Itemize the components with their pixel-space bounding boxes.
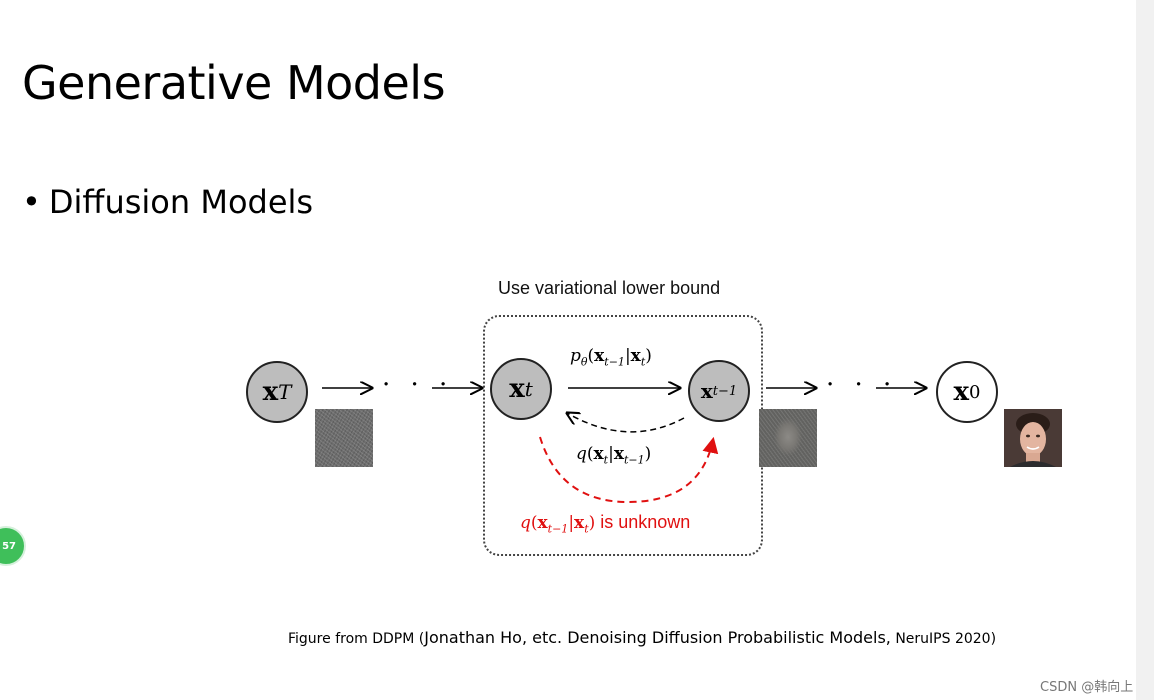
unknown-b-sub: t (584, 522, 589, 536)
node-xt-sub: t (524, 377, 533, 401)
forward-a: x (593, 444, 604, 464)
reverse-a: x (594, 346, 605, 366)
forward-a-sub: t (603, 453, 609, 467)
arrow-unknown-dashed (539, 436, 719, 504)
badge-text: 57 (2, 540, 16, 552)
caption-part3: NeruIPS 2020) (890, 631, 997, 647)
bullet-text: Diffusion Models (48, 183, 314, 221)
reverse-b: x (630, 346, 641, 366)
node-xT-sub: T (278, 380, 292, 404)
noise-image (315, 409, 373, 467)
unknown-suffix: is unknown (595, 512, 691, 532)
reverse-fn: p (570, 346, 581, 366)
forward-b: x (613, 444, 624, 464)
reverse-b-sub: t (640, 355, 646, 369)
bullet-item: •Diffusion Models (22, 183, 313, 221)
floating-badge[interactable]: 57 (0, 526, 26, 566)
forward-fn: q (576, 444, 587, 464)
figure-caption: Figure from DDPM (Jonathan Ho, etc. Deno… (288, 628, 996, 647)
face-illustration (1004, 409, 1062, 467)
forward-b-sub: t−1 (623, 453, 645, 467)
node-x0-label: x (953, 377, 970, 407)
watermark: CSDN @韩向上 (1040, 680, 1134, 695)
caption-part1: Figure from DDPM ( (288, 631, 425, 647)
unknown-a-sub: t−1 (547, 522, 569, 536)
ellipsis-left: · · · (382, 370, 454, 400)
unknown-fn: q (520, 513, 531, 533)
node-xt-1-label: x (700, 379, 713, 403)
unknown-a: x (537, 513, 548, 533)
unknown-b: x (574, 513, 585, 533)
ellipsis-right: · · · (826, 370, 898, 400)
node-xt-1-sub: t−1 (712, 383, 738, 399)
box-label: Use variational lower bound (498, 278, 721, 298)
node-xt-label: x (509, 374, 525, 404)
noisy-face-image (759, 409, 817, 467)
face-image (1004, 409, 1062, 467)
reverse-process-label: pθ(xt−1|xt) (570, 346, 652, 369)
arrow-forward-dashed (567, 413, 685, 433)
reverse-a-sub: t−1 (604, 355, 625, 369)
unknown-posterior-label: q(xt−1|xt) is unknown (520, 512, 691, 536)
forward-process-label: q(xt|xt−1) (576, 444, 652, 467)
caption-part2: Jonathan Ho, etc. Denoising Diffusion Pr… (424, 628, 891, 647)
slide-title: Generative Models (22, 56, 446, 110)
reverse-fn-sub: θ (580, 355, 588, 369)
bullet-dot-icon: • (22, 183, 41, 221)
right-edge-strip (1136, 0, 1154, 700)
node-x0-sub: 0 (969, 381, 981, 403)
node-xT-label: x (262, 377, 279, 407)
